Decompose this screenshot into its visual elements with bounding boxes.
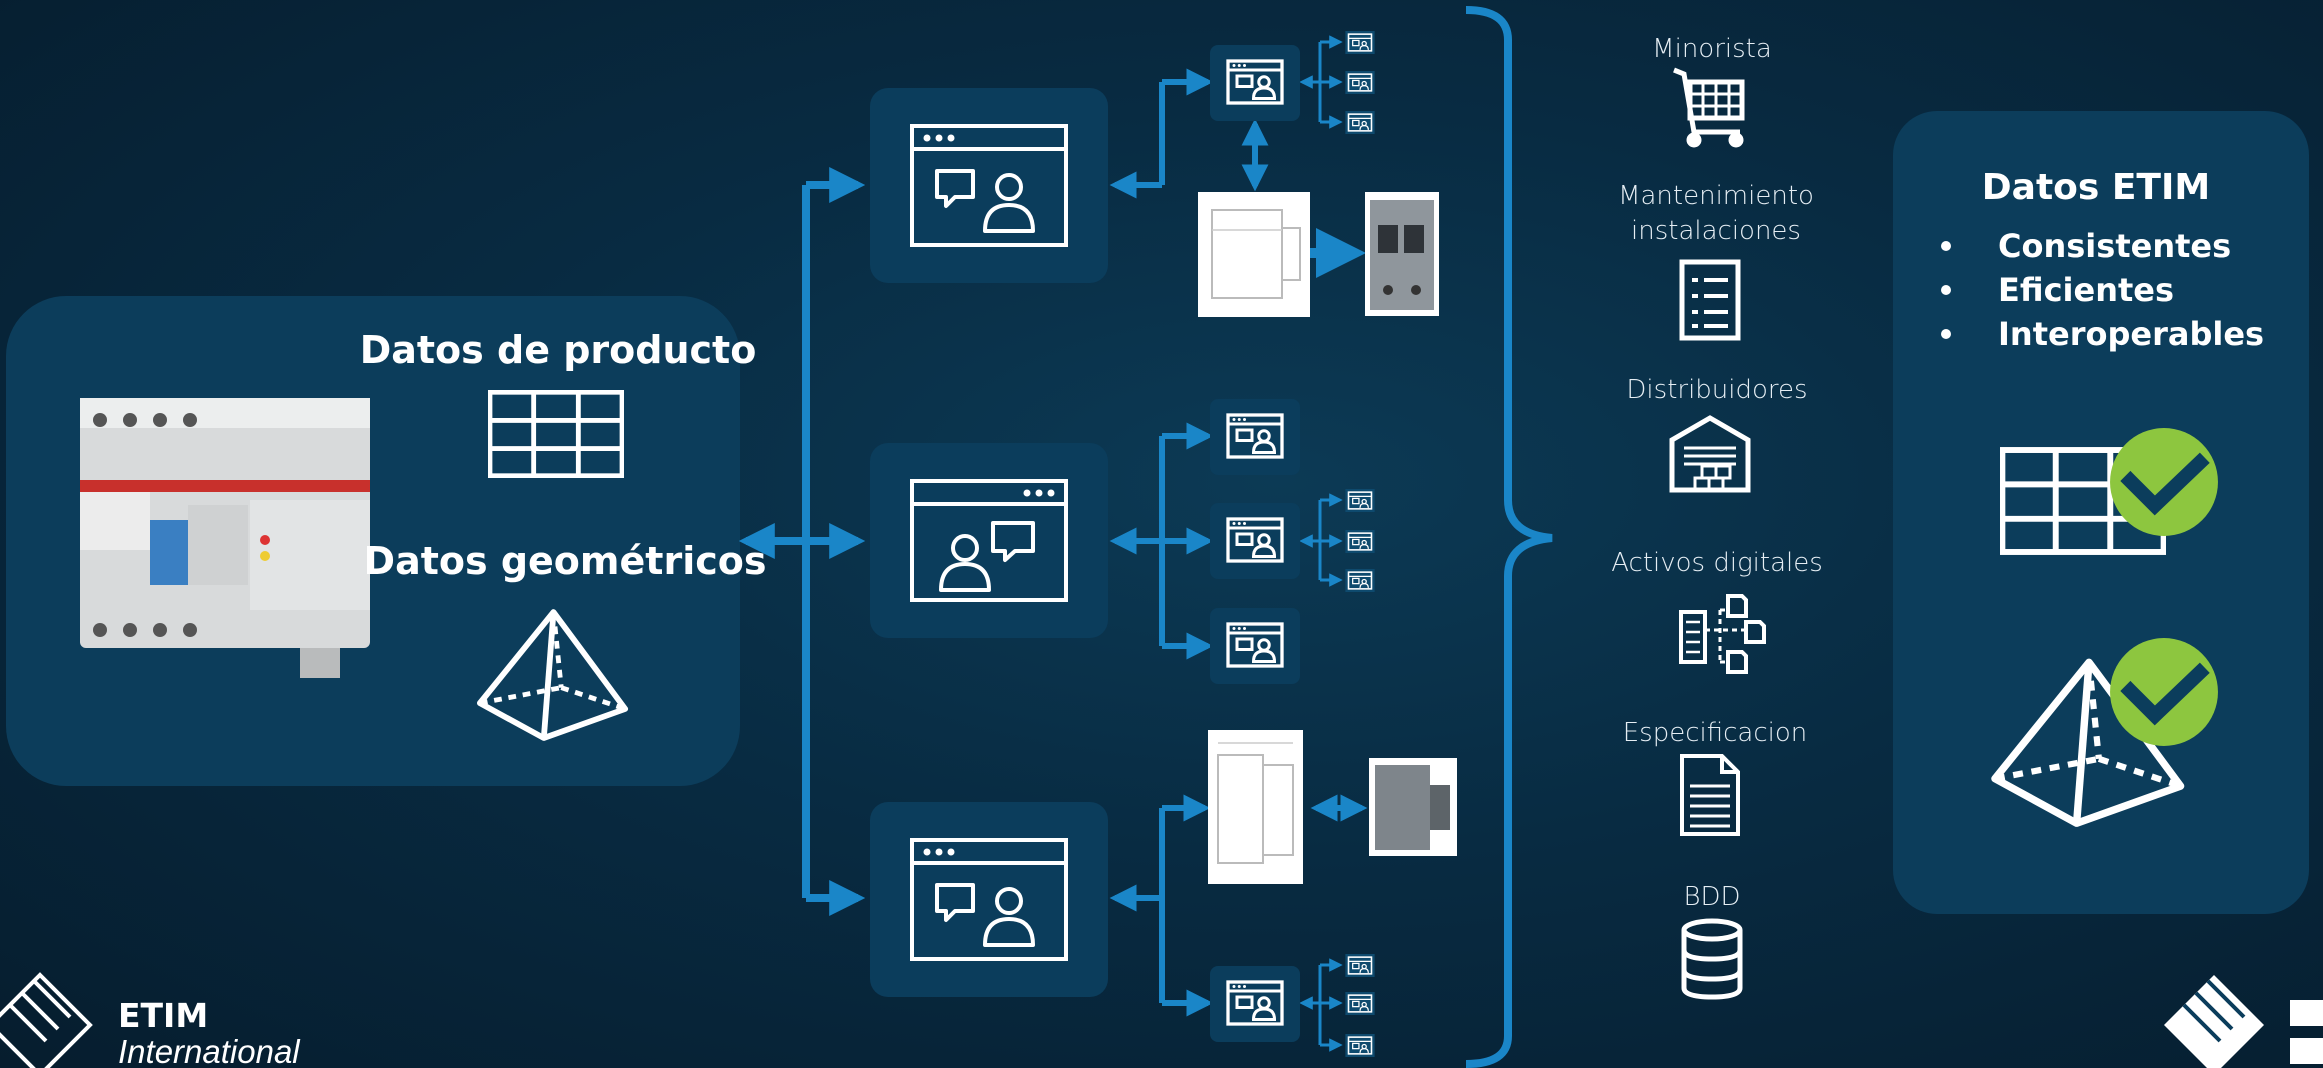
check-icon [2110, 428, 2218, 536]
logo-wordmark: ETIM [118, 996, 208, 1035]
product-data-title: Datos de producto [360, 328, 757, 372]
benefit-item: Consistentes [1998, 227, 2231, 265]
photo-bottom [1369, 758, 1457, 856]
micro-app-icons [1345, 31, 1375, 1057]
secondary-connectors [1109, 35, 1368, 1052]
geometric-data-title: Datos geométricos [364, 539, 767, 583]
stakeholder-label-distributors: Distribuidores [1626, 375, 1807, 405]
platform-top [870, 88, 1108, 283]
spec-document-icon [1680, 754, 1740, 836]
database-icon [1681, 918, 1743, 1000]
bullet [1941, 241, 1951, 251]
platform-bottom [870, 802, 1108, 997]
bullet [1941, 329, 1951, 339]
app-tile [1210, 966, 1300, 1042]
bullet [1941, 285, 1951, 295]
stakeholder-label-installations: instalaciones [1631, 216, 1801, 246]
distribution-connectors [738, 167, 866, 916]
benefit-item: Eficientes [1998, 271, 2174, 309]
stakeholder-label-specification: Especificacion [1623, 718, 1808, 748]
benefit-item: Interoperables [1998, 315, 2264, 353]
warehouse-icon [1669, 415, 1751, 493]
app-tile [1210, 399, 1300, 475]
logo-subtitle: International [118, 1033, 301, 1068]
product-panel: Datos de producto Datos geométricos [6, 296, 766, 786]
etim-logo-right [2164, 975, 2323, 1068]
etim-panel-title: Datos ETIM [1982, 167, 2210, 208]
app-tiles [1210, 45, 1300, 1042]
stakeholder-label-retailer: Minorista [1652, 34, 1772, 64]
stakeholders: Minorista Mantenimiento instalaciones Di… [1611, 34, 1823, 1000]
grouping-brace [1465, 6, 1553, 1068]
app-tile [1210, 503, 1300, 579]
check-icon [2110, 638, 2218, 746]
checklist-icon [1679, 259, 1741, 341]
app-tile [1210, 608, 1300, 684]
stakeholder-label-digital-assets: Activos digitales [1611, 548, 1823, 578]
drawing-top [1198, 192, 1310, 317]
photo-top [1365, 192, 1439, 316]
etim-logo-left: ETIM International [0, 972, 301, 1068]
etim-benefits-list: Consistentes Eficientes Interoperables [1941, 227, 2264, 353]
platform-middle [870, 443, 1108, 638]
app-tile [1210, 45, 1300, 121]
stakeholder-label-maintenance: Mantenimiento [1618, 181, 1814, 211]
shopping-cart-icon [1673, 67, 1745, 148]
stakeholder-label-database: BDD [1683, 882, 1740, 912]
etim-panel: Datos ETIM Consistentes Eficientes Inter… [1893, 111, 2309, 914]
rcbo-device-image [80, 398, 370, 678]
digital-assets-icon [1679, 594, 1766, 674]
drawing-bottom [1208, 730, 1303, 884]
